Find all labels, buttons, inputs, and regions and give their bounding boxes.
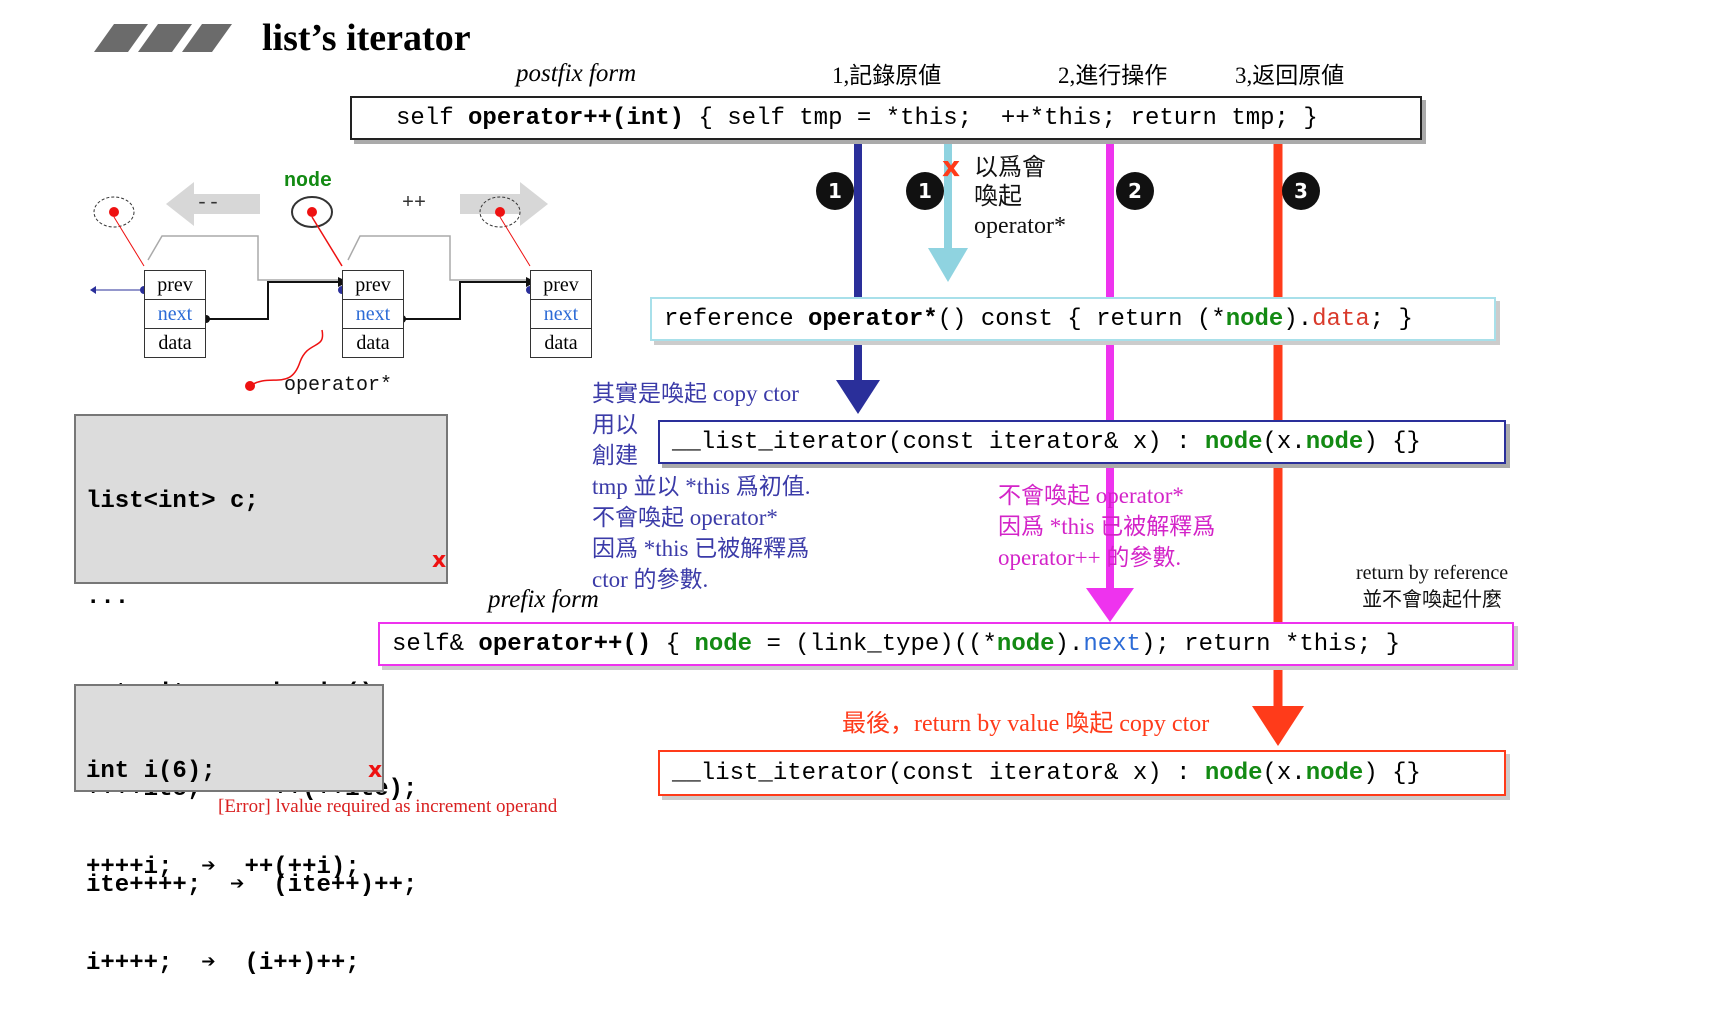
- node-data: data: [544, 332, 578, 354]
- operator-star-label: operator*: [284, 374, 393, 397]
- list-node-middle: prev next data: [342, 270, 404, 358]
- int-error-mark: x: [368, 758, 383, 783]
- node-next: next: [343, 300, 403, 329]
- postfix-form-label: postfix form: [516, 60, 637, 87]
- red-arrow-head: [1252, 706, 1304, 746]
- step3-badge: 3: [1282, 172, 1320, 210]
- header-stripes: [84, 22, 234, 54]
- node-next: next: [531, 300, 591, 329]
- increment-arrow: [460, 182, 548, 226]
- wrong-mark: x: [942, 150, 961, 183]
- return-by-reference-note: return by reference 並不會喚起什麼: [1356, 562, 1509, 611]
- code-line: ...: [86, 584, 130, 611]
- magenta-note: 不會喚起 operator* 因爲 *this 已被解釋爲 operator++…: [998, 483, 1216, 570]
- cloud-left: [93, 196, 135, 228]
- node-data: data: [356, 332, 390, 354]
- step1-alt-badge: 1: [906, 172, 944, 210]
- return-copy-ctor-box: __list_iterator(const iterator& x) : nod…: [658, 750, 1506, 796]
- increment-label: ++: [402, 192, 427, 215]
- list-code-box: list<int> c; ... auto ite = c.begin(); +…: [74, 414, 448, 899]
- cloud-node: [291, 196, 333, 228]
- code-line: ite++++; ➔ (ite++)++;: [86, 872, 418, 899]
- error-message: [Error] lvalue required as increment ope…: [218, 796, 558, 817]
- postfix-code-box: self operator++(int) { self tmp = *this;…: [350, 96, 1422, 140]
- step3-label: 3,返回原値: [1235, 63, 1345, 88]
- code-line: list<int> c;: [86, 488, 259, 515]
- int-code-box: int i(6); ++++i; ➔ ++(++i); i++++; ➔ (i+…: [74, 684, 384, 977]
- list-node-right: prev next data: [530, 270, 592, 358]
- prefix-code-box: self& operator++() { node = (link_type)(…: [378, 622, 1514, 666]
- list-error-mark: x: [432, 548, 447, 573]
- node-next: next: [145, 300, 205, 329]
- code-line: ++++i; ➔ ++(++i);: [86, 854, 360, 881]
- deref-operator-box: reference operator*() const { return (*n…: [650, 297, 1496, 341]
- node-prev: prev: [343, 271, 403, 300]
- prefix-form-label: prefix form: [488, 586, 599, 613]
- node-label: node: [284, 170, 333, 193]
- page-title: list’s iterator: [262, 17, 471, 59]
- cloud-right: [479, 196, 521, 228]
- code-line: int i(6);: [86, 758, 216, 785]
- copy-ctor-note: 其實是喚起 copy ctor 用以 創建 tmp 並以 *this 爲初值. …: [592, 381, 811, 592]
- step1-badge: 1: [816, 172, 854, 210]
- code-line: i++++; ➔ (i++)++;: [86, 950, 360, 977]
- copy-ctor-box: __list_iterator(const iterator& x) : nod…: [658, 420, 1506, 464]
- step2-label: 2,進行操作: [1058, 63, 1168, 88]
- node-data: data: [158, 332, 192, 354]
- step2-badge: 2: [1116, 172, 1154, 210]
- node-prev: prev: [145, 271, 205, 300]
- step1-label: 1,記錄原値: [832, 63, 942, 88]
- x-note: 以爲會 喚起 operator*: [974, 155, 1066, 239]
- blue-arrow-head: [836, 380, 880, 414]
- final-note: 最後，return by value 喚起 copy ctor: [842, 711, 1210, 737]
- lightblue-arrow-head: [928, 248, 968, 282]
- magenta-arrow-head: [1086, 588, 1134, 622]
- decrement-arrow: [166, 182, 260, 226]
- decrement-label: --: [196, 192, 221, 215]
- list-node-left: prev next data: [144, 270, 206, 358]
- node-prev: prev: [531, 271, 591, 300]
